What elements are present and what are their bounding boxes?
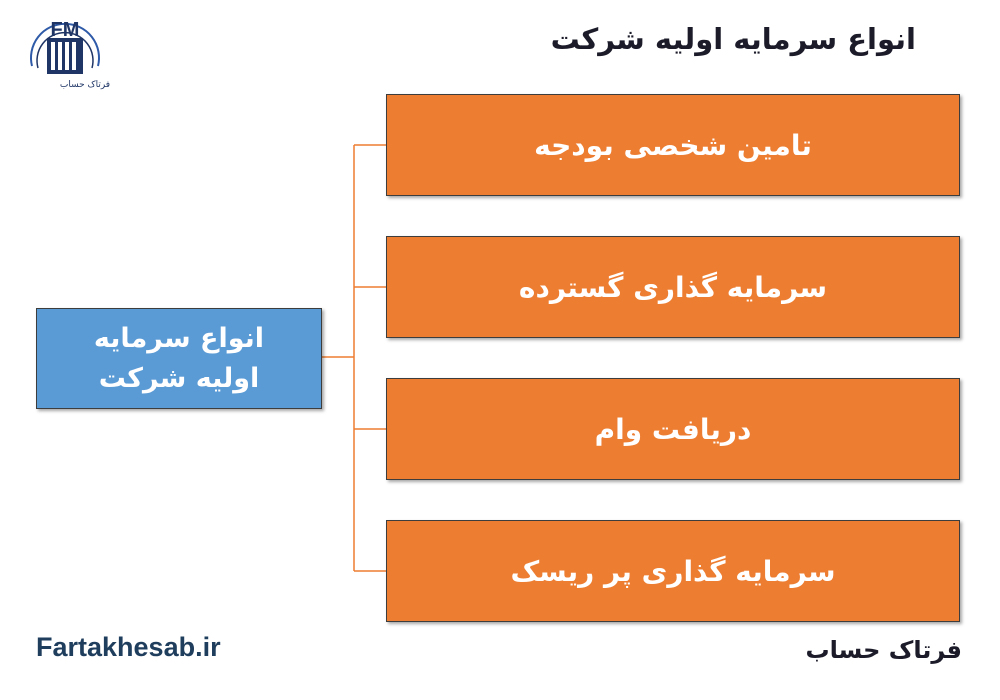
branch-node-label: سرمایه گذاری پر ریسک [510,554,836,588]
branch-node-risky-investment: سرمایه گذاری پر ریسک [386,520,960,622]
fartak-logo: FM فرتاک حساب [20,8,110,98]
branch-node-label: دریافت وام [594,412,752,446]
branch-node-personal-funding: تامین شخصی بودجه [386,94,960,196]
footer-website: Fartakhesab.ir [36,632,221,662]
root-node-label: انواع سرمایه اولیه شرکت [93,322,265,394]
logo-monogram: FM [51,19,80,41]
root-node: انواع سرمایه اولیه شرکت [36,308,322,409]
branch-node-label: سرمایه گذاری گسترده [518,270,828,304]
branch-node-broad-investment: سرمایه گذاری گسترده [386,236,960,338]
logo-caption: فرتاک حساب [59,80,111,90]
footer-brand: فرتاک حساب [805,636,962,664]
page-title: انواع سرمایه اولیه شرکت [550,22,916,56]
branch-node-label: تامین شخصی بودجه [534,128,812,162]
branch-node-loan: دریافت وام [386,378,960,480]
logo-emblem-icon: FM [30,19,100,74]
